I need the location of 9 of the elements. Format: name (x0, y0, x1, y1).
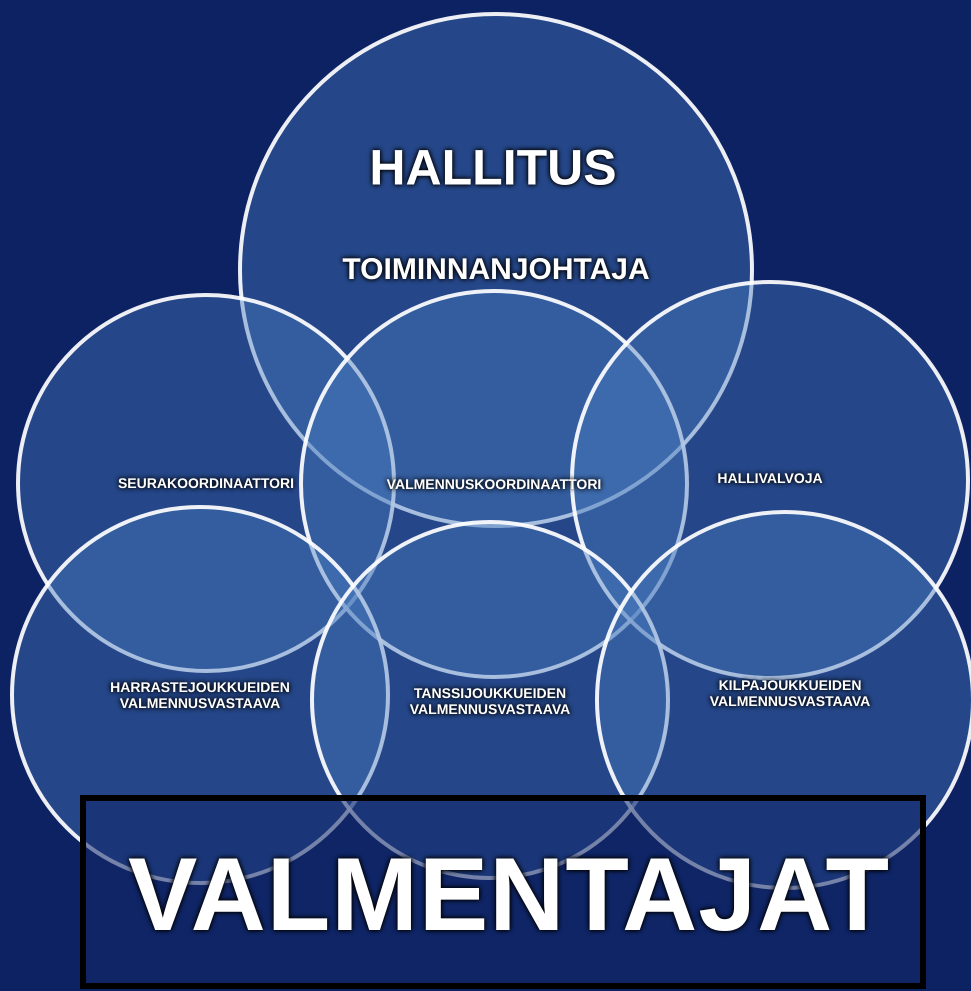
role-label: KILPAJOUKKUEIDEN VALMENNUSVASTAAVA (708, 676, 872, 710)
role-label: HARRASTEJOUKKUEIDEN VALMENNUSVASTAAVA (109, 678, 291, 712)
role-label: SEURAKOORDINAATTORI (116, 474, 296, 492)
role-label: TANSSIJOUKKUEIDEN VALMENNUSVASTAAVA (408, 684, 572, 718)
title-box (80, 795, 926, 989)
role-label: TOIMINNANJOHTAJA (341, 252, 651, 288)
role-label: HALLIVALVOJA (716, 470, 824, 486)
title-text: VALMENTAJAT (126, 836, 892, 956)
heading-text: HALLITUS (368, 139, 618, 197)
